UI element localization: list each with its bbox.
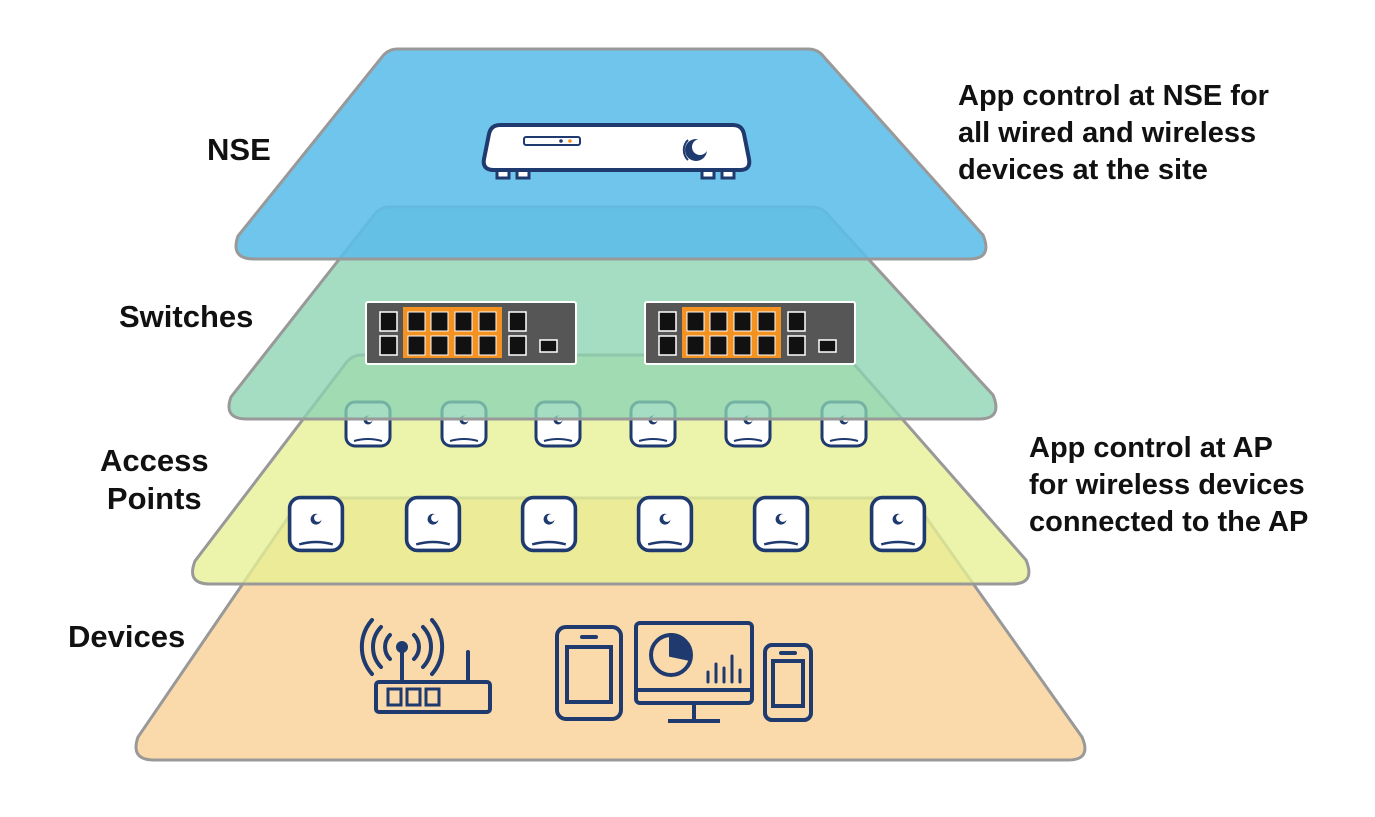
smartphone-icon [763,643,813,722]
access-point-icon [636,495,694,553]
nse-layer [234,47,988,261]
access-point-icon [287,495,345,553]
tablet-icon [555,625,623,721]
nse-appliance-icon [481,123,752,180]
access-point-icon [404,495,462,553]
access-point-icon [520,495,578,553]
network-switch-icon [644,301,856,365]
nse-app-control-callout: App control at NSE for all wired and wir… [958,80,1269,186]
nse-layer-label: NSE [207,132,271,167]
ap-app-control-callout: App control at AP for wireless devices c… [1029,432,1309,538]
wireless-router-icon [359,618,492,714]
devices-layer-label: Devices [68,619,186,654]
access-point-icon [752,495,810,553]
access-points-layer-label: Access Points [100,443,209,516]
network-switch-icon [365,301,577,365]
monitor-icon [634,621,754,723]
switches-layer-label: Switches [119,299,254,334]
access-point-icon [869,495,927,553]
